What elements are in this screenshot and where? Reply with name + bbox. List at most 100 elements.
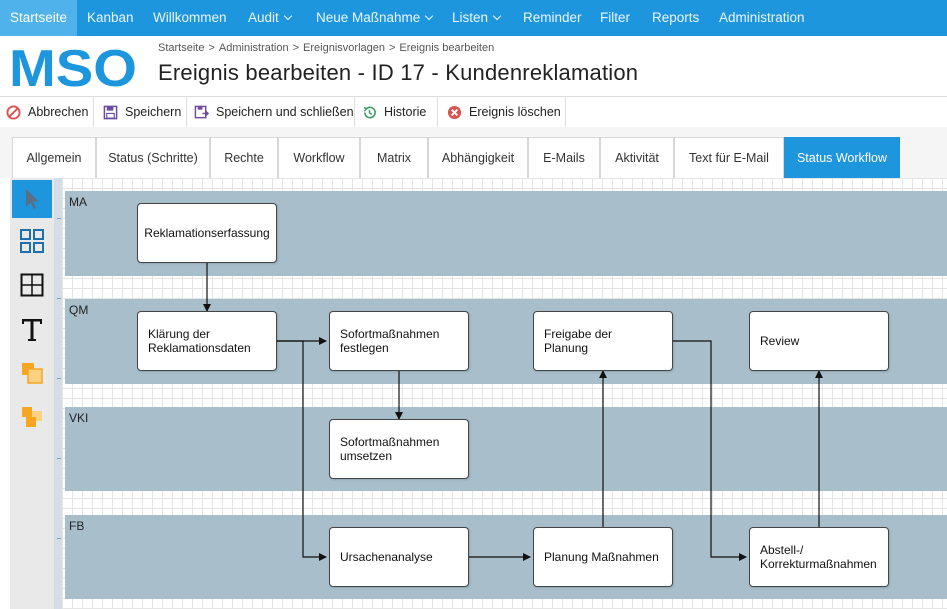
workflow-node[interactable]: Planung Maßnahmen: [533, 527, 673, 587]
node-label: Ursachenanalyse: [340, 550, 433, 564]
save-close-label: Speichern und schließen: [216, 105, 354, 119]
node-label: Planung Maßnahmen: [544, 550, 659, 564]
workflow-editor: MA QM VKI FB: [10, 178, 947, 609]
text-icon: [22, 319, 42, 341]
cancel-icon: [6, 105, 21, 120]
grid-layout-icon: [20, 229, 44, 253]
lane-label: VKI: [69, 411, 89, 425]
nav-willkommen[interactable]: Willkommen: [143, 0, 237, 36]
pointer-tool[interactable]: [12, 180, 52, 218]
nav-label: Willkommen: [153, 10, 227, 25]
nav-filter[interactable]: Filter: [590, 0, 640, 36]
node-label: Sofortmaßnahmen umsetzen: [340, 435, 440, 463]
workflow-node[interactable]: Freigabe der Planung: [533, 311, 673, 371]
nav-startseite[interactable]: Startseite: [0, 0, 78, 36]
workflow-node[interactable]: Abstell-/ Korrekturmaßnahmen: [749, 527, 889, 587]
breadcrumb-link[interactable]: Ereignisvorlagen: [303, 42, 385, 54]
tab-text-fuer-email[interactable]: Text für E-Mail: [674, 137, 784, 178]
shape-icon: [22, 363, 43, 384]
breadcrumb-separator: >: [208, 42, 215, 54]
workflow-node[interactable]: Reklamationserfassung: [137, 203, 277, 263]
node-label: Freigabe der Planung: [544, 327, 613, 355]
nav-neue-massnahme[interactable]: Neue Maßnahme: [306, 0, 442, 36]
nav-label: Kanban: [87, 10, 134, 25]
chevron-down-icon: [425, 11, 434, 21]
ruler-mark: [57, 298, 61, 299]
chevron-down-icon: [283, 11, 293, 21]
vertical-ruler: [54, 178, 62, 609]
shape-palette: [10, 178, 55, 609]
table-icon: [20, 273, 44, 297]
page-title: Ereignis bearbeiten - ID 17 - Kundenrekl…: [158, 60, 639, 85]
lane-vki[interactable]: VKI: [65, 407, 947, 491]
toolbar: Abbrechen Speichern Speichern und schlie…: [0, 96, 947, 129]
nav-label: Neue Maßnahme: [316, 10, 421, 25]
table-tool[interactable]: [12, 266, 52, 304]
breadcrumb-current: Ereignis bearbeiten: [399, 42, 495, 54]
mso-logo[interactable]: MSO: [9, 42, 137, 90]
nav-administration[interactable]: Administration: [709, 0, 815, 36]
nav-label: Reports: [652, 10, 700, 25]
workflow-canvas[interactable]: MA QM VKI FB: [62, 178, 947, 609]
tab-workflow[interactable]: Workflow: [278, 137, 360, 178]
tab-status-workflow[interactable]: Status Workflow: [784, 137, 900, 178]
nav-label: Administration: [719, 10, 805, 25]
save-close-icon: [194, 105, 209, 119]
group-tool[interactable]: [12, 398, 52, 436]
nav-reminder[interactable]: Reminder: [513, 0, 592, 36]
nav-reports[interactable]: Reports: [642, 0, 709, 36]
tab-aktivitaet[interactable]: Aktivität: [600, 137, 674, 178]
grid-layout-tool[interactable]: [12, 222, 52, 260]
shape-tool[interactable]: [12, 354, 52, 392]
workflow-node[interactable]: Sofortmaßnahmen festlegen: [329, 311, 469, 371]
edge-freigabe-abstell[interactable]: [673, 340, 747, 561]
history-label: Historie: [384, 105, 427, 119]
workflow-node[interactable]: Klärung der Reklamationsdaten: [137, 311, 277, 371]
node-label: Klärung der Reklamationsdaten: [148, 327, 251, 355]
edge-klaerung-ursachen[interactable]: [277, 340, 327, 561]
workflow-connectors: [203, 263, 823, 561]
node-label: Abstell-/ Korrekturmaßnahmen: [760, 543, 877, 571]
ruler-mark: [57, 218, 61, 219]
breadcrumb-link[interactable]: Administration: [218, 42, 289, 54]
nav-label: Listen: [452, 10, 489, 25]
node-label: Review: [760, 334, 800, 348]
nav-audit[interactable]: Audit: [238, 0, 301, 36]
workflow-node[interactable]: Ursachenanalyse: [329, 527, 469, 587]
delete-label: Ereignis löschen: [469, 105, 561, 119]
top-navigation: Startseite Kanban Willkommen Audit Neue …: [0, 0, 947, 36]
cancel-label: Abbrechen: [28, 105, 89, 119]
save-button[interactable]: Speichern: [97, 97, 187, 128]
save-and-close-button[interactable]: Speichern und schließen: [188, 97, 355, 128]
breadcrumb-separator: >: [388, 42, 396, 54]
nav-listen[interactable]: Listen: [442, 0, 510, 36]
tab-rechte[interactable]: Rechte: [210, 137, 278, 178]
tab-emails[interactable]: E-Mails: [528, 137, 600, 178]
logo-text: MSO: [9, 42, 137, 90]
node-label: Sofortmaßnahmen festlegen: [340, 327, 440, 355]
lane-label: MA: [69, 195, 87, 209]
tab-allgemein[interactable]: Allgemein: [12, 137, 96, 178]
text-tool[interactable]: [12, 310, 52, 348]
cancel-button[interactable]: Abbrechen: [0, 97, 94, 128]
pointer-icon: [26, 189, 39, 209]
tab-matrix[interactable]: Matrix: [360, 137, 428, 178]
chevron-down-icon: [492, 11, 502, 21]
tab-status-schritte[interactable]: Status (Schritte): [96, 137, 210, 178]
tab-abhaengigkeit[interactable]: Abhängigkeit: [428, 137, 528, 178]
delete-icon: [447, 105, 462, 120]
nav-kanban[interactable]: Kanban: [77, 0, 144, 36]
floppy-disk-icon: [103, 105, 118, 120]
save-label: Speichern: [125, 105, 182, 119]
breadcrumb-separator: >: [292, 42, 300, 54]
tab-bar: Allgemein Status (Schritte) Rechte Workf…: [0, 127, 947, 178]
history-button[interactable]: Historie: [356, 97, 438, 128]
ruler-mark: [57, 378, 61, 379]
workflow-node[interactable]: Sofortmaßnahmen umsetzen: [329, 419, 469, 479]
workflow-node[interactable]: Review: [749, 311, 889, 371]
history-icon: [363, 106, 376, 119]
lane-label: QM: [69, 303, 89, 317]
delete-event-button[interactable]: Ereignis löschen: [441, 97, 566, 128]
breadcrumb-link[interactable]: Startseite: [158, 42, 205, 54]
breadcrumb: Startseite>Administration>Ereignisvorlag…: [158, 42, 494, 54]
